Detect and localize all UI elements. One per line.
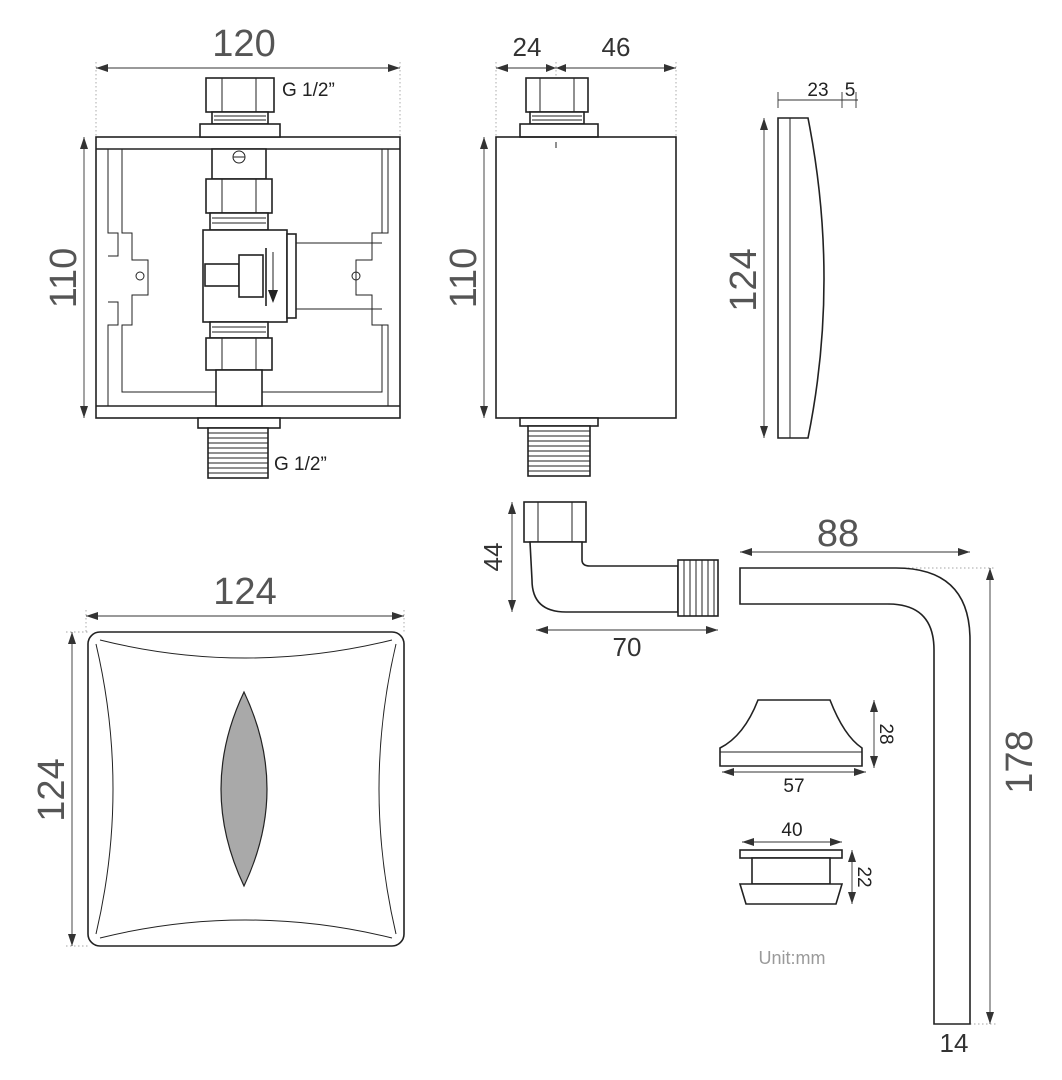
escutcheon: 28 57: [719, 699, 896, 797]
dim-panel-height: 124: [31, 758, 73, 821]
dim-cover-depth: 23: [807, 80, 828, 101]
thread-label-top: G 1/2”: [282, 80, 335, 101]
dim-panel-width: 124: [213, 571, 276, 613]
front-panel: 124 124: [31, 571, 405, 947]
l-pipe: 88 178 14: [739, 513, 1041, 1058]
dim-cap-height: 22: [853, 866, 874, 887]
dim-pipe-diameter: 14: [940, 1028, 969, 1058]
dim-box-height-side: 110: [443, 248, 485, 309]
unit-label: Unit:mm: [759, 948, 826, 968]
dim-cover-height: 124: [723, 248, 765, 311]
dim-elbow-height: 44: [478, 543, 508, 572]
cap: 40 22: [738, 820, 874, 905]
sensor-window: [220, 690, 268, 888]
cover-profile: 23 5 124: [723, 80, 858, 439]
dim-escutcheon-width: 57: [783, 776, 804, 797]
dim-box-width: 120: [212, 23, 275, 65]
dim-pipe-width: 88: [817, 513, 859, 555]
dim-escutcheon-height: 28: [875, 723, 896, 744]
dim-depth-front: 24: [513, 32, 542, 62]
side-view: 24 46 110: [443, 32, 677, 477]
dim-pipe-height: 178: [999, 730, 1041, 793]
front-view: 120 110 G 1/2”: [43, 23, 401, 479]
dim-cap-width: 40: [781, 820, 802, 841]
dim-depth-back: 46: [602, 32, 631, 62]
dim-elbow-length: 70: [613, 632, 642, 662]
elbow-connector: 44 70: [478, 501, 719, 662]
dim-box-height-front: 110: [43, 248, 85, 309]
dim-cover-lip: 5: [845, 80, 856, 101]
thread-label-bottom: G 1/2”: [274, 454, 327, 475]
